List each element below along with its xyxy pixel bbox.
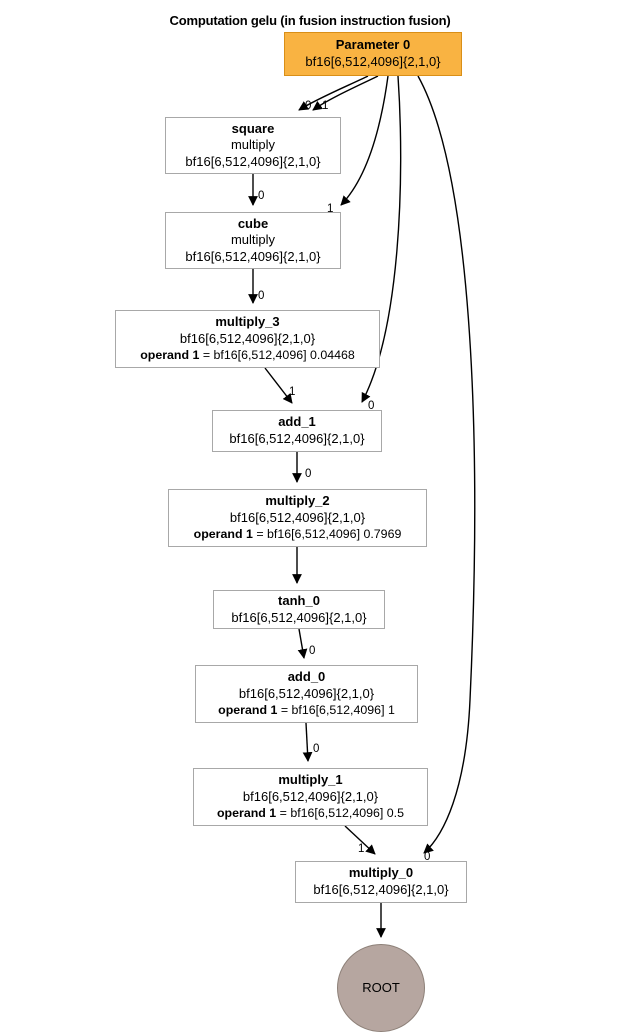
edge-param0-cube: [340, 75, 389, 206]
node-operand: operand 1 = bf16[6,512,4096] 0.5: [217, 806, 404, 822]
edge-label-param0-cube: 1: [327, 203, 334, 215]
node-shape: bf16[6,512,4096]{2,1,0}: [313, 882, 449, 897]
node-title: add_0: [287, 669, 326, 685]
edge-label-param0-square: 0: [305, 100, 312, 112]
node-shape: bf16[6,512,4096]{2,1,0}: [231, 609, 367, 625]
node-title: multiply_0: [348, 865, 414, 881]
node-shape: bf16[6,512,4096]{2,1,0}: [229, 510, 366, 526]
node-title: add_1: [278, 414, 316, 430]
node-title: multiply_2: [265, 493, 330, 509]
node-operand-value: = bf16[6,512,4096] 0.5: [279, 805, 405, 820]
node-operand-label: operand 1: [216, 805, 277, 820]
page-title: Computation gelu (in fusion instruction …: [169, 13, 451, 28]
edge-add0-multiply1: [302, 722, 313, 762]
node-title: square: [231, 120, 275, 136]
node-title: multiply_3: [215, 314, 280, 330]
node-shape: bf16[6,512,4096]{2,1,0}: [238, 686, 375, 702]
edge-param0-multiply0: [417, 75, 476, 854]
node-operand-value: = bf16[6,512,4096] 1: [280, 702, 395, 717]
edge-label-param0-multiply_0: 0: [424, 851, 431, 863]
node-root[interactable]: ROOT: [337, 944, 425, 1032]
node-shape: bf16[6,512,4096]{2,1,0}: [185, 248, 321, 264]
edge-label-add_1-multiply_2: 0: [305, 468, 312, 480]
edge-label-multiply_3-add_1: 1: [289, 386, 296, 398]
node-shape: bf16[6,512,4096]{2,1,0}: [179, 331, 316, 347]
node-title: ROOT: [362, 979, 400, 995]
node-operand-value: = bf16[6,512,4096] 0.7969: [256, 526, 402, 541]
edge-tanh0-add0: [297, 628, 308, 659]
edge-label-multiply_1-multiply_0: 1: [358, 843, 365, 855]
edge-label-cube-multiply_3: 0: [258, 290, 265, 302]
node-title: Parameter 0: [335, 37, 411, 53]
edge-label-param0-square: 1: [322, 100, 329, 112]
node-operand: operand 1 = bf16[6,512,4096] 0.04468: [140, 348, 355, 364]
node-shape: bf16[6,512,4096]{2,1,0}: [229, 431, 365, 446]
node-operand: operand 1 = bf16[6,512,4096] 0.7969: [194, 527, 402, 543]
edge-label-add_0-multiply_1: 0: [313, 743, 320, 755]
node-operand-label: operand 1: [140, 347, 200, 362]
node-operand-label: operand 1: [193, 526, 253, 541]
node-title: tanh_0: [278, 592, 320, 608]
node-operand: operand 1 = bf16[6,512,4096] 1: [218, 703, 395, 719]
node-operand-value: = bf16[6,512,4096] 0.04468: [202, 347, 355, 362]
edge-label-square-cube: 0: [258, 190, 265, 202]
node-operand-label: operand 1: [218, 702, 278, 717]
node-title: cube: [237, 215, 269, 231]
edge-label-param0-add_1: 0: [368, 400, 375, 412]
edge-label-tanh_0-add_0: 0: [309, 645, 316, 657]
node-title: multiply_1: [278, 772, 343, 788]
node-shape: bf16[6,512,4096]{2,1,0}: [185, 153, 321, 169]
node-shape: bf16[6,512,4096]{2,1,0}: [242, 789, 379, 805]
edge-multiply3-add1: [264, 367, 293, 404]
node-shape: bf16[6,512,4096]{2,1,0}: [305, 54, 441, 69]
node-opcode: multiply: [230, 137, 276, 153]
node-opcode: multiply: [230, 232, 276, 248]
